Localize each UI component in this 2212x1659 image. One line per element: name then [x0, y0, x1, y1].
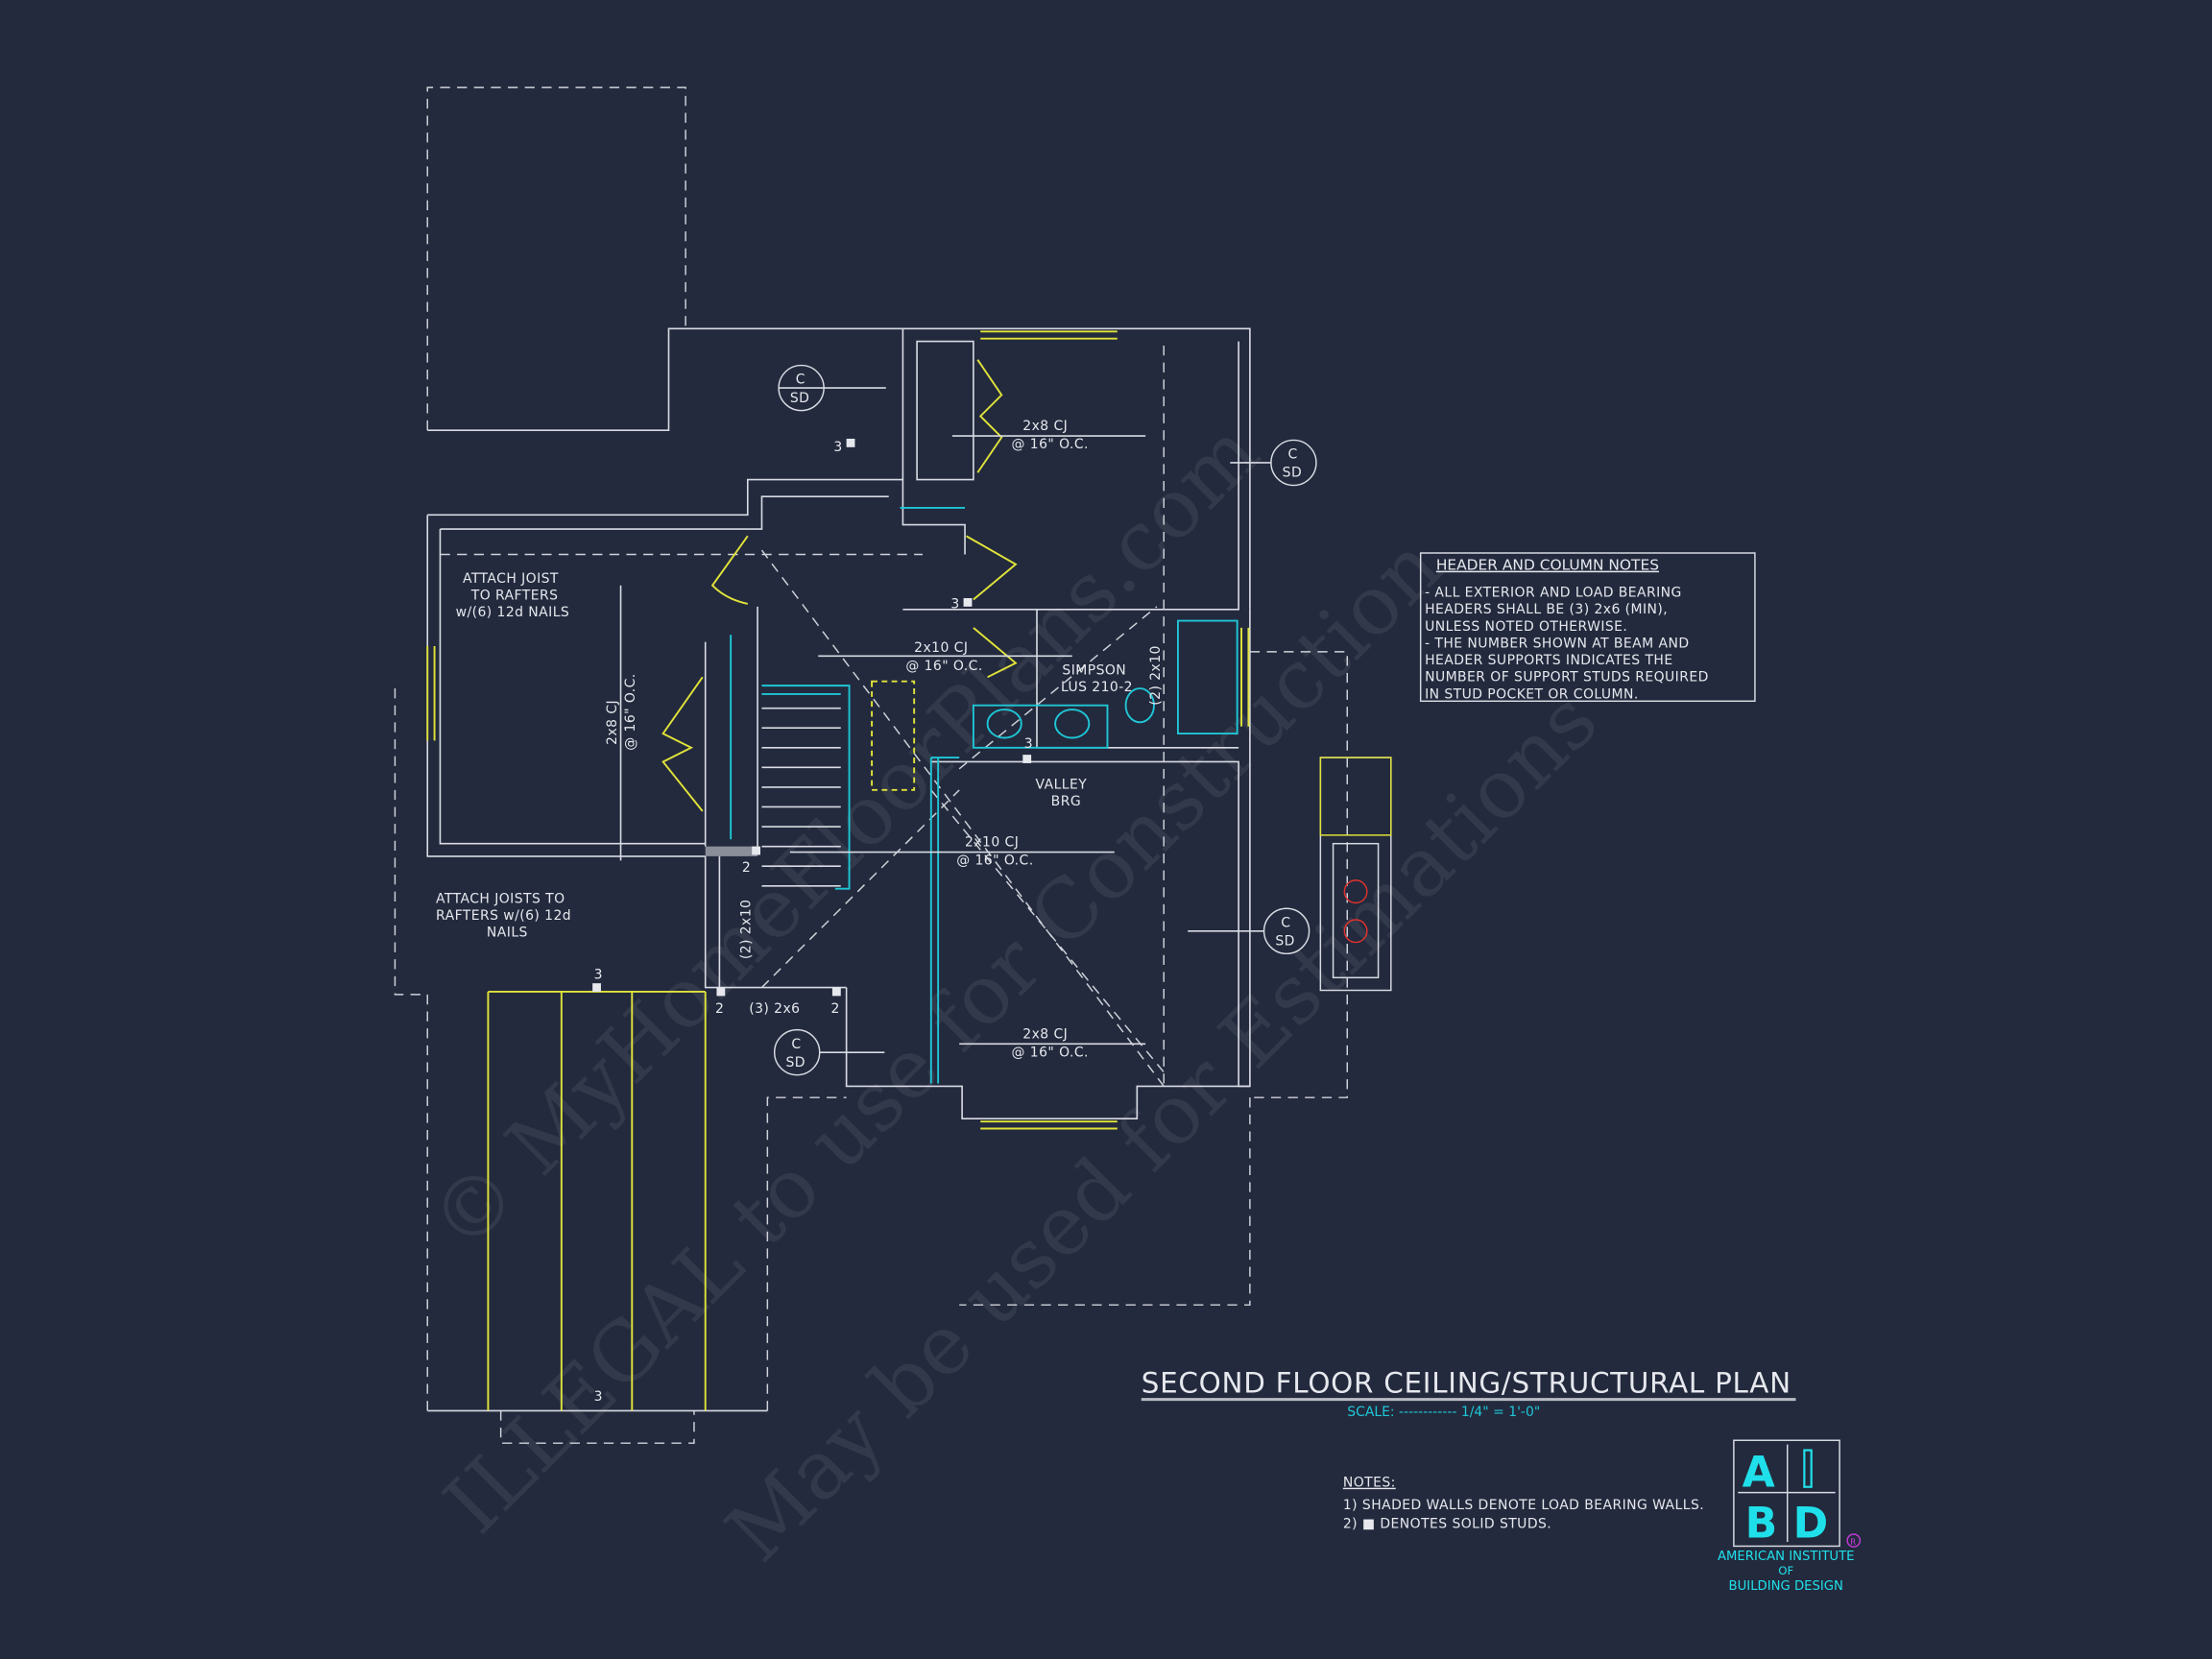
notes-line: IN STUD POCKET OR COLUMN. [1425, 686, 1639, 702]
stair-treads [761, 707, 841, 887]
note-label: ATTACH JOISTS TO [436, 891, 565, 906]
aibd-logo: A B D R AMERICAN INSTITUTE OF BUILDING D… [1718, 1439, 1862, 1594]
note-label: NAILS [487, 926, 528, 941]
joist-label: @ 16" O.C. [905, 659, 982, 674]
notes-line: UNLESS NOTED OTHERWISE. [1425, 619, 1627, 635]
note-label: BRG [1051, 794, 1081, 809]
stud-count: 2 [742, 860, 751, 876]
sd-c: C [1288, 447, 1298, 463]
notes-line: HEADER SUPPORTS INDICATES THE [1425, 653, 1673, 668]
dimension-lines [619, 435, 1146, 1046]
joist-label: 2x8 CJ [1022, 419, 1068, 434]
stair-and-fixtures [487, 507, 1392, 1411]
roof-outline [394, 86, 1348, 1444]
walls [426, 327, 1251, 1120]
plan-labels: 2x8 CJ @ 16" O.C. 2x10 CJ @ 16" O.C. 2x1… [436, 419, 1164, 1060]
header-column-notes: HEADER AND COLUMN NOTES - ALL EXTERIOR A… [1419, 552, 1756, 702]
logo-letter: D [1793, 1500, 1829, 1549]
solid-studs [592, 438, 1032, 997]
stud-count: 2 [715, 1001, 724, 1017]
drawing-scale: SCALE: ------------ 1/4" = 1'-0" [1347, 1405, 1540, 1420]
note-item: 1) SHADED WALLS DENOTE LOAD BEARING WALL… [1343, 1498, 1704, 1513]
notes-line: HEADERS SHALL BE (3) 2x6 (MIN), [1425, 602, 1668, 617]
joist-label: @ 16" O.C. [623, 673, 638, 750]
note-label: ATTACH JOIST [463, 571, 559, 587]
smoke-detector-symbol: C SD [1230, 439, 1317, 487]
notes-title: HEADER AND COLUMN NOTES [1436, 557, 1659, 574]
header-label: (3) 2x6 [749, 1001, 800, 1017]
note-label: SIMPSON [1062, 662, 1126, 678]
joist-label: @ 16" O.C. [1012, 1046, 1089, 1061]
general-notes: NOTES: 1) SHADED WALLS DENOTE LOAD BEARI… [1343, 1476, 1704, 1532]
smoke-detector-symbol: C SD [773, 1028, 885, 1076]
note-label: RAFTERS w/(6) 12d [436, 908, 571, 924]
logo-text: BUILDING DESIGN [1729, 1579, 1843, 1594]
sd-c: C [1281, 915, 1290, 930]
note-item: 2) ■ DENOTES SOLID STUDS. [1343, 1516, 1551, 1531]
beam-label: (2) 2x10 [739, 900, 755, 960]
stud-count: 3 [950, 596, 959, 612]
notes-heading: NOTES: [1343, 1476, 1396, 1491]
registered-mark: R [1850, 1538, 1856, 1548]
joist-label: @ 16" O.C. [956, 854, 1033, 869]
note-label: TO RAFTERS [470, 588, 559, 603]
joist-label: 2x10 CJ [965, 835, 1019, 851]
notes-line: - ALL EXTERIOR AND LOAD BEARING [1425, 586, 1682, 601]
smoke-detector-symbol: C SD [778, 364, 886, 412]
joist-label: @ 16" O.C. [1012, 437, 1089, 452]
note-label: w/(6) 12d NAILS [456, 605, 570, 620]
doors [661, 359, 1018, 812]
drawing-title: SECOND FLOOR CEILING/STRUCTURAL PLAN [1142, 1366, 1791, 1399]
stud-count: 3 [833, 440, 842, 455]
sd-sd: SD [785, 1055, 805, 1070]
sd-sd: SD [1283, 466, 1302, 481]
logo-letter: B [1745, 1500, 1778, 1549]
sd-sd: SD [1275, 933, 1294, 949]
joist-label: 2x10 CJ [914, 640, 968, 656]
stud-count: 3 [594, 968, 603, 983]
beam-label: (2) 2x10 [1148, 645, 1164, 706]
sd-c: C [791, 1037, 801, 1052]
logo-letter: A [1743, 1449, 1775, 1498]
logo-letter-i [1803, 1449, 1813, 1488]
stud-count: 3 [594, 1389, 603, 1405]
joist-label: 2x8 CJ [1022, 1026, 1068, 1042]
smoke-detectors: C SD C SD C SD C SD [773, 364, 1317, 1076]
notes-line: - THE NUMBER SHOWN AT BEAM AND [1425, 636, 1689, 651]
windows [426, 330, 1250, 1130]
sd-c: C [796, 373, 805, 388]
logo-text: AMERICAN INSTITUTE [1718, 1550, 1855, 1564]
note-label: LUS 210-2 [1061, 680, 1133, 695]
smoke-detector-symbol: C SD [1188, 907, 1310, 955]
joist-label: 2x8 CJ [605, 700, 620, 745]
stud-count: 3 [1024, 736, 1033, 752]
note-label: VALLEY [1036, 777, 1088, 792]
stud-count: 2 [830, 1001, 839, 1017]
sd-sd: SD [790, 391, 809, 406]
notes-line: NUMBER OF SUPPORT STUDS REQUIRED [1425, 670, 1709, 685]
logo-text: OF [1778, 1564, 1793, 1577]
